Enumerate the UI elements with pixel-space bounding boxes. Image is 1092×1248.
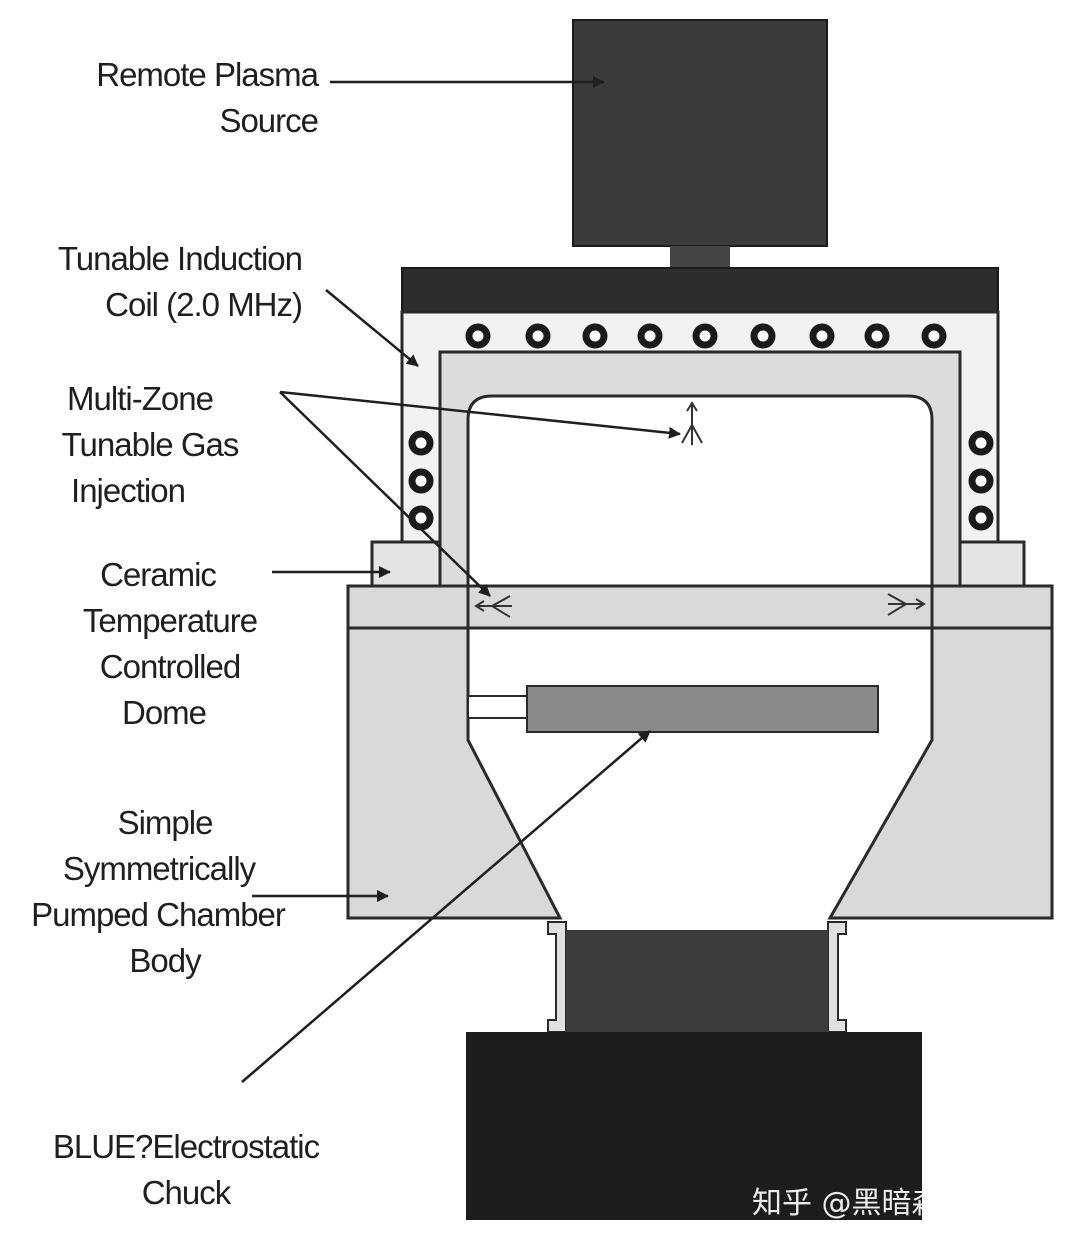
gas-nozzle-top [681,401,703,445]
label-multi-zone-gas-injection: Multi-Zone Tunable Gas Injection [40,376,260,514]
label-line: Tunable Gas [61,426,240,463]
arrow-gas-side [279,391,491,597]
chuck-support-rod [467,695,529,719]
label-line: Chuck [141,1174,232,1211]
dome-flange-right [958,540,1026,588]
label-tunable-induction-coil: Tunable Induction Coil (2.0 MHz) [20,236,303,328]
label-line: Pumped Chamber [31,896,286,933]
label-line: Dome [121,694,207,731]
label-line: Temperature [82,602,258,639]
label-line: BLUE?Electrostatic [52,1128,320,1165]
pump-throat [566,930,828,1032]
pump-base [466,1032,922,1220]
label-line: Ceramic [100,556,217,593]
label-line: Source [219,102,319,139]
arrow-gas-top [279,390,681,439]
ceramic-dome [438,350,962,588]
dome-flange-left [370,540,444,588]
label-line: Symmetrically [62,850,256,887]
label-line: Multi-Zone [67,380,214,417]
remote-plasma-source-box [572,19,828,247]
pump-throat-left-flange [547,921,567,1033]
label-remote-plasma-source: Remote Plasma Source [60,52,319,144]
label-ceramic-dome: Ceramic Temperature Controlled Dome [60,552,280,736]
label-line: Tunable Induction [57,240,303,277]
label-chamber-body: Simple Symmetrically Pumped Chamber Body [20,800,310,984]
gas-nozzle-left [474,595,512,618]
electrostatic-chuck [526,685,879,733]
label-line: Simple [117,804,214,841]
watermark: 知乎 @黑暗森林-张庶 [752,1186,1043,1221]
label-line: Coil (2.0 MHz) [105,286,303,323]
arrow-induction-coil [325,289,419,367]
label-line: Remote Plasma [96,56,319,93]
gas-nozzle-right [887,593,926,616]
label-line: Controlled [99,648,241,685]
label-line: Body [129,942,201,979]
arrow-chuck [241,730,651,1083]
pump-throat-right-flange [827,921,847,1033]
plasma-source-neck [670,246,730,268]
chamber-body [346,584,1054,920]
top-lid [401,267,999,313]
induction-coil [408,323,994,531]
label-line: Injection [71,472,186,509]
label-electrostatic-chuck: BLUE?Electrostatic Chuck [36,1124,336,1216]
